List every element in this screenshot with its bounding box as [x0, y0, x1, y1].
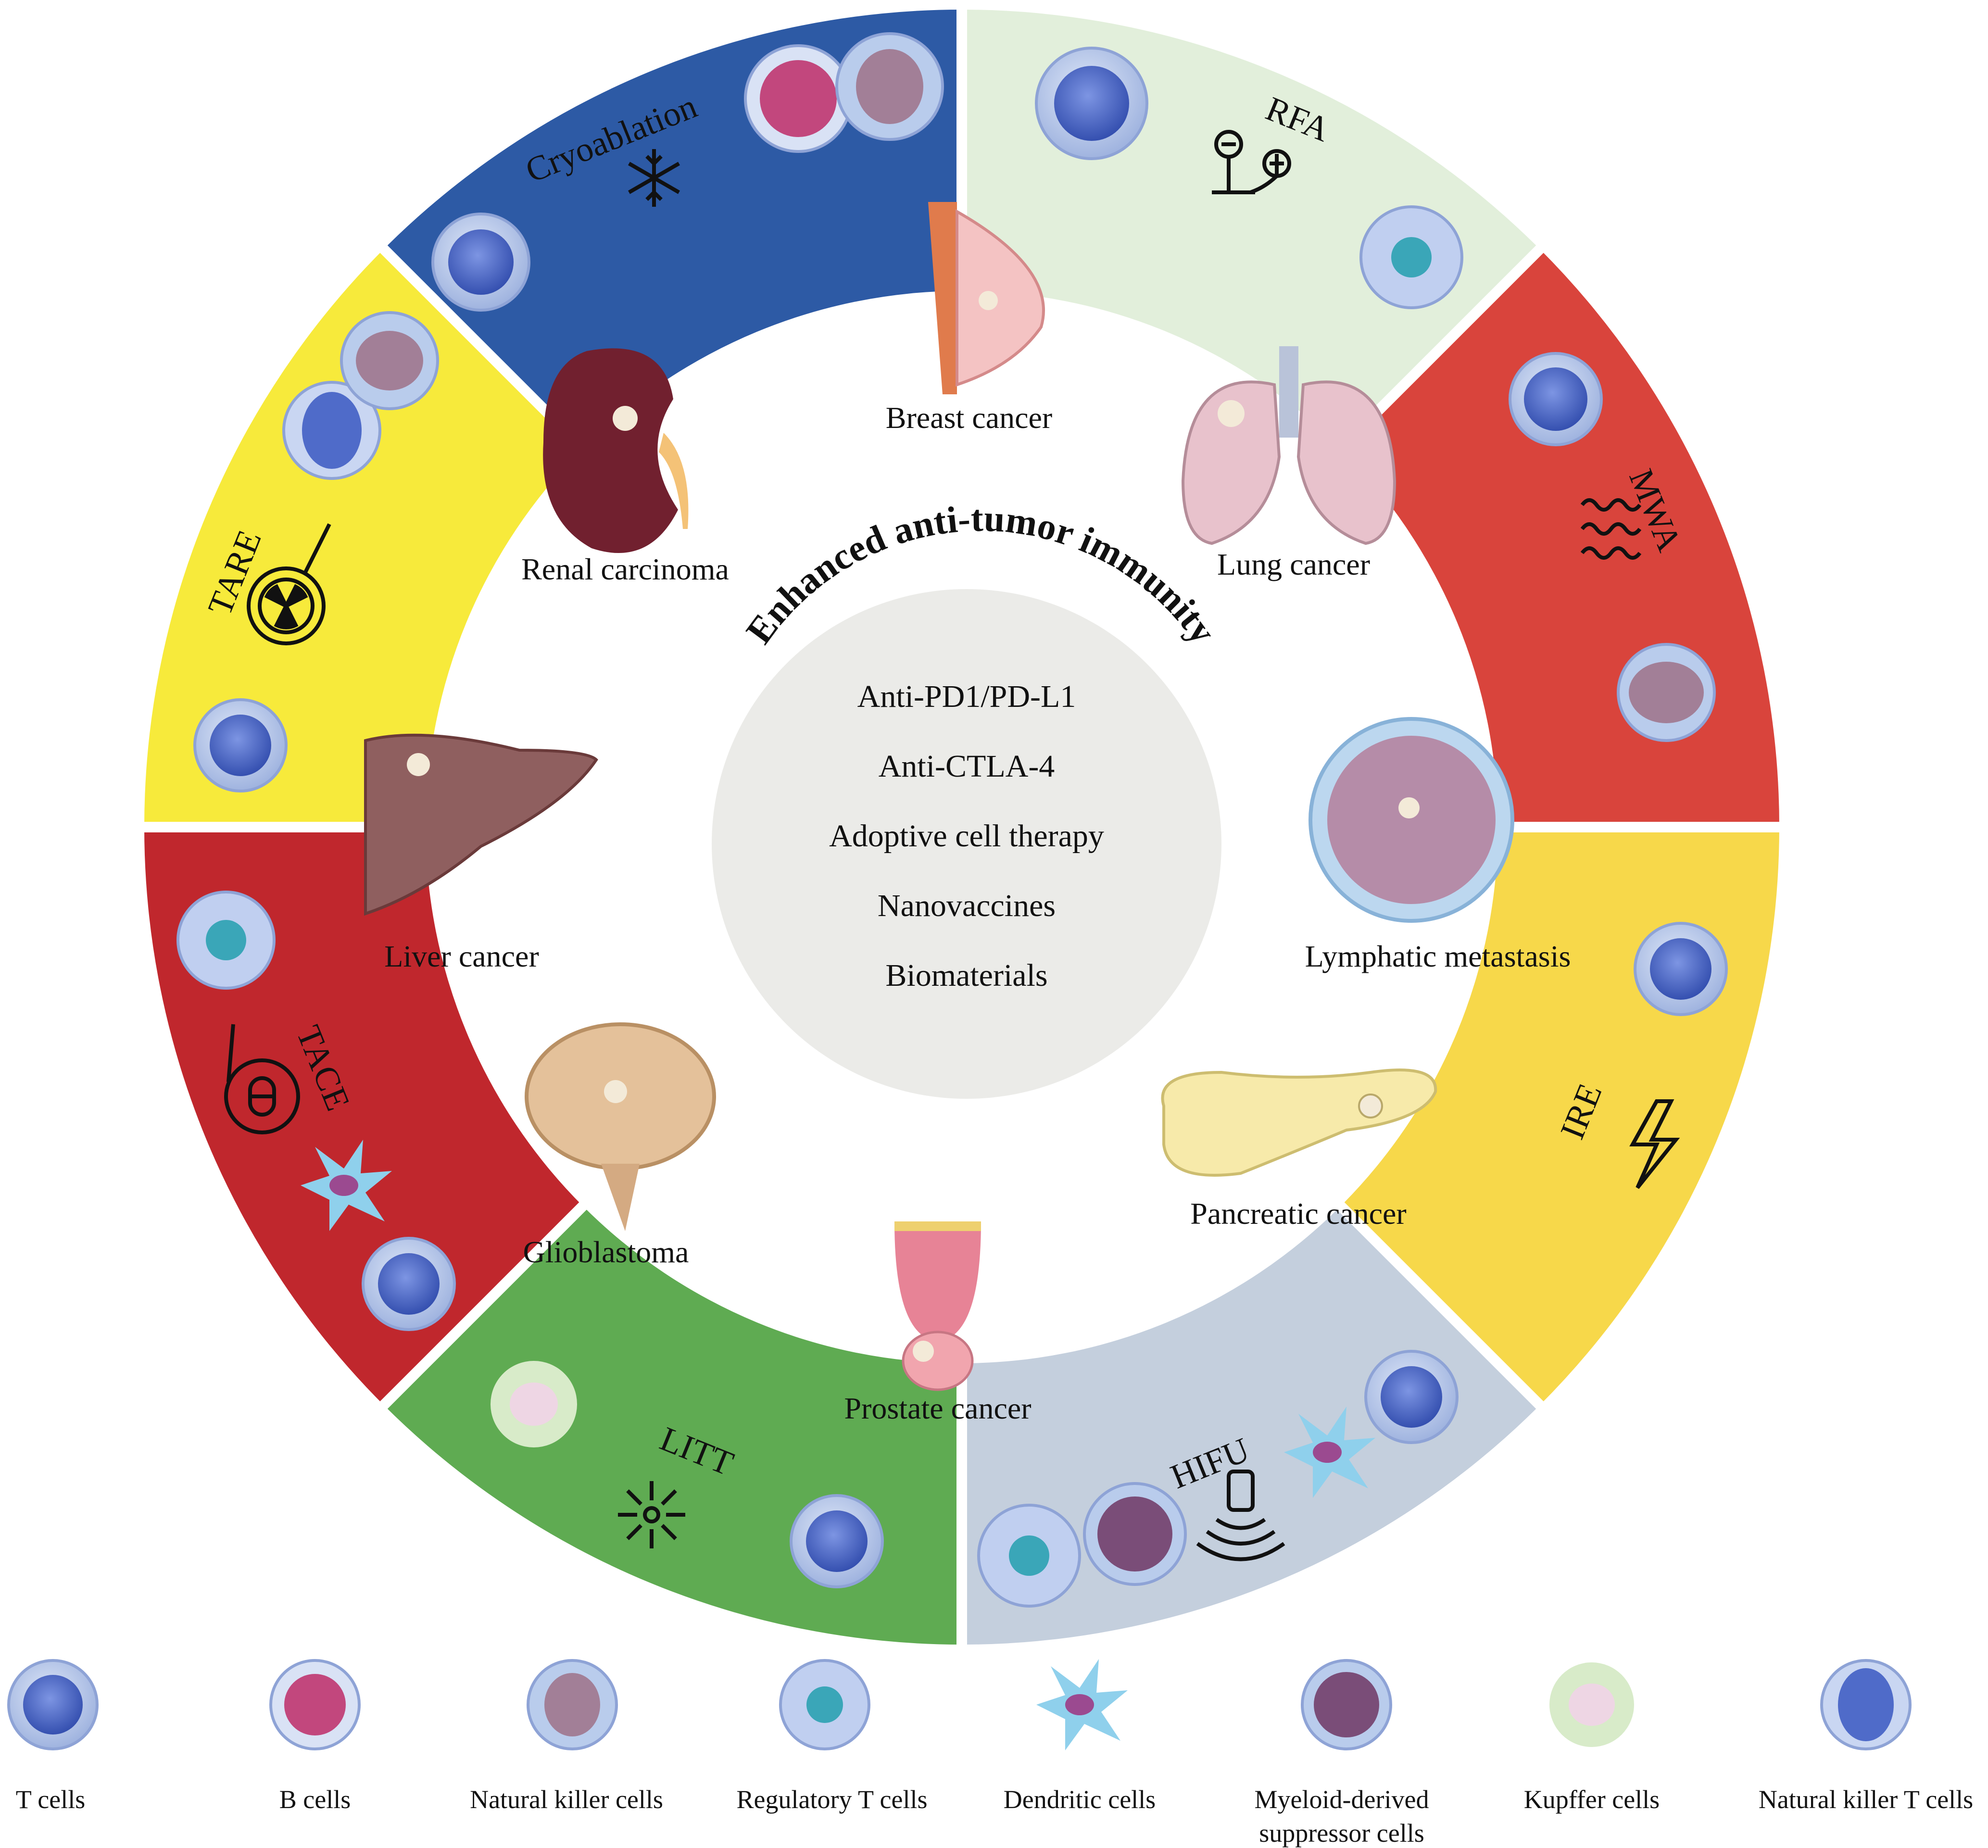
myeloid-derived-suppressor-cell-icon	[1083, 1482, 1187, 1586]
ultrasound-probe-icon	[1196, 1470, 1285, 1561]
segment-tare	[144, 249, 583, 827]
legend-regulatory-t-cell-icon	[779, 1659, 870, 1750]
legend-natural-killer-cell-icon	[527, 1659, 618, 1750]
natural-killer-cell-icon	[340, 311, 439, 410]
legend-label-line: Myeloid-derived	[1255, 1785, 1429, 1814]
center-disc	[712, 589, 1221, 1099]
legend-label: T cells	[16, 1785, 85, 1814]
label-brain: Glioblastoma	[523, 1235, 689, 1269]
dendritic-cell-icon	[301, 1140, 392, 1231]
ring-icons	[224, 130, 1680, 1561]
regulatory-t-cell-icon	[977, 1504, 1081, 1608]
lightning-icon	[1629, 1099, 1680, 1189]
legend-natural-killer-t-cell-icon	[1820, 1659, 1912, 1750]
dendritic-cell-icon	[1284, 1407, 1375, 1498]
kupffer-cell-icon	[491, 1361, 577, 1447]
lymph-node-icon	[1309, 717, 1514, 923]
legend-label: Dendritic cells	[1004, 1785, 1156, 1814]
legend: T cells B cells Natural killer cells Reg…	[7, 1659, 1973, 1848]
brain-icon	[525, 1022, 716, 1231]
t-cell-icon	[1634, 922, 1728, 1016]
natural-killer-cell-icon	[1617, 643, 1716, 742]
t-cell-icon	[1035, 47, 1148, 160]
label-liver: Liver cancer	[384, 939, 539, 973]
natural-killer-cell-icon	[835, 32, 944, 141]
organ-labels: Breast cancer Lung cancer Lymphatic meta…	[384, 401, 1571, 1425]
b-cell-icon	[744, 44, 853, 153]
therapy-item: Biomaterials	[885, 958, 1047, 993]
liver-icon	[364, 733, 598, 916]
therapy-item: Anti-PD1/PD-L1	[857, 679, 1076, 714]
label-breast: Breast cancer	[886, 401, 1052, 435]
t-cell-icon	[790, 1494, 884, 1588]
legend-t-cell-icon	[7, 1659, 99, 1750]
label-kidney: Renal carcinoma	[521, 552, 729, 586]
laser-icon	[618, 1481, 685, 1548]
legend-kupffer-cell-icon	[1549, 1662, 1634, 1747]
regulatory-t-cell-icon	[176, 891, 276, 990]
breast-icon	[928, 202, 1045, 394]
ring-cells	[176, 32, 1728, 1608]
lung-icon	[1181, 346, 1397, 545]
snowflake-icon	[628, 149, 680, 207]
center-panel: Enhanced anti-tumor immunity Anti-PD1/PD…	[712, 497, 1224, 1099]
pancreas-icon	[1161, 1069, 1437, 1177]
legend-label: Kupffer cells	[1524, 1785, 1660, 1814]
legend-label-line: suppressor cells	[1259, 1819, 1424, 1848]
prostate-icon	[894, 1221, 981, 1391]
regulatory-t-cell-icon	[1359, 205, 1463, 309]
legend-label: B cells	[279, 1785, 351, 1814]
label-lymph: Lymphatic metastasis	[1305, 939, 1571, 973]
natural-killer-t-cell-icon	[282, 381, 381, 480]
t-cell-icon	[1509, 352, 1603, 446]
circuit-icon	[1212, 130, 1291, 194]
t-cell-icon	[1364, 1350, 1459, 1444]
organs	[364, 202, 1514, 1391]
legend-label: Natural killer cells	[470, 1785, 663, 1814]
t-cell-icon	[193, 698, 288, 792]
legend-label: Natural killer T cells	[1759, 1785, 1973, 1814]
catheter-icon	[224, 1024, 300, 1134]
legend-myeloid-derived-suppressor-cell-icon	[1301, 1659, 1392, 1750]
t-cell-icon	[431, 213, 530, 312]
therapy-item: Anti-CTLA-4	[879, 749, 1055, 784]
kidney-icon	[543, 348, 689, 553]
label-prostate: Prostate cancer	[844, 1391, 1031, 1425]
legend-b-cell-icon	[269, 1659, 361, 1750]
radiation-icon	[247, 523, 331, 645]
t-cell-icon	[362, 1237, 456, 1331]
legend-label: Regulatory T cells	[737, 1785, 928, 1814]
therapy-item: Adoptive cell therapy	[829, 818, 1104, 854]
wave-icon	[1580, 498, 1642, 560]
label-pancreas: Pancreatic cancer	[1190, 1196, 1406, 1231]
therapy-item: Nanovaccines	[878, 888, 1056, 923]
label-lung: Lung cancer	[1217, 547, 1370, 581]
legend-dendritic-cell-icon	[1036, 1659, 1128, 1750]
